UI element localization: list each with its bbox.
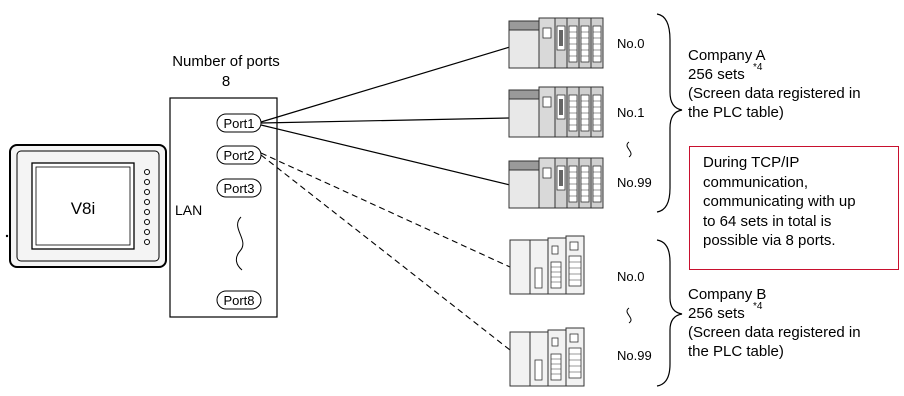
note-line: possible via 8 ports.: [703, 232, 836, 249]
port-label: Port1: [223, 116, 254, 131]
company-b-footnote: *4: [753, 301, 763, 312]
company-a-connections: [260, 46, 511, 186]
company-b-station-squiggle: [626, 307, 632, 324]
company-b-station-no99: No.99: [617, 348, 652, 363]
company-a-desc-line1: (Screen data registered in: [688, 85, 861, 102]
company-a-station-no99: No.99: [617, 175, 652, 190]
company-b-station-no0: No.0: [617, 269, 644, 284]
company-a-station-no1: No.1: [617, 105, 644, 120]
company-b-desc-line2: the PLC table): [688, 343, 784, 360]
note-line: communication,: [703, 173, 809, 191]
display-model-label: V8i: [71, 199, 96, 218]
port-ellipsis-squiggle: [235, 216, 244, 271]
company-b-plc-no0: [509, 235, 585, 295]
ports-count: 8: [222, 73, 230, 90]
company-b-connections: [260, 152, 511, 351]
company-b-desc-line1: (Screen data registered in: [688, 324, 861, 341]
v8i-display-unit: V8i: [5, 144, 167, 268]
port-tag-2: Port2: [216, 145, 262, 165]
port-label: Port8: [223, 293, 254, 308]
company-b-sets: 256 sets: [688, 305, 745, 322]
note-line: to 64 sets in total is: [703, 212, 832, 230]
company-a-plc-no0: [508, 17, 604, 69]
tcp-ip-note-box: During TCP/IP communication, communicati…: [689, 146, 899, 270]
company-a-plc-no1: [508, 86, 604, 138]
company-a-plc-no99: [508, 157, 604, 209]
lan-label: LAN: [175, 202, 202, 218]
port-label: Port2: [223, 148, 254, 163]
function-keys: [144, 169, 150, 245]
company-a-footnote: *4: [753, 62, 763, 73]
note-line: communicating with up: [703, 193, 856, 210]
company-a-station-no0: No.0: [617, 36, 644, 51]
ports-heading: Number of ports: [172, 53, 280, 70]
company-a-name: Company A: [688, 47, 766, 64]
company-b-brace: [656, 239, 683, 387]
lan-panel: LAN: [169, 97, 278, 318]
port-tag-3: Port3: [216, 178, 262, 198]
company-b-name: Company B: [688, 286, 766, 303]
company-a-sets: 256 sets: [688, 66, 745, 83]
company-a-brace: [656, 13, 683, 213]
company-a-desc-line2: the PLC table): [688, 104, 784, 121]
company-a-station-squiggle: [626, 141, 632, 158]
note-line: During TCP/IP: [703, 154, 800, 171]
company-b-plc-no99: [509, 327, 585, 387]
port-tag-8: Port8: [216, 290, 262, 310]
port-label: Port3: [223, 181, 254, 196]
port-tag-1: Port1: [216, 113, 262, 133]
